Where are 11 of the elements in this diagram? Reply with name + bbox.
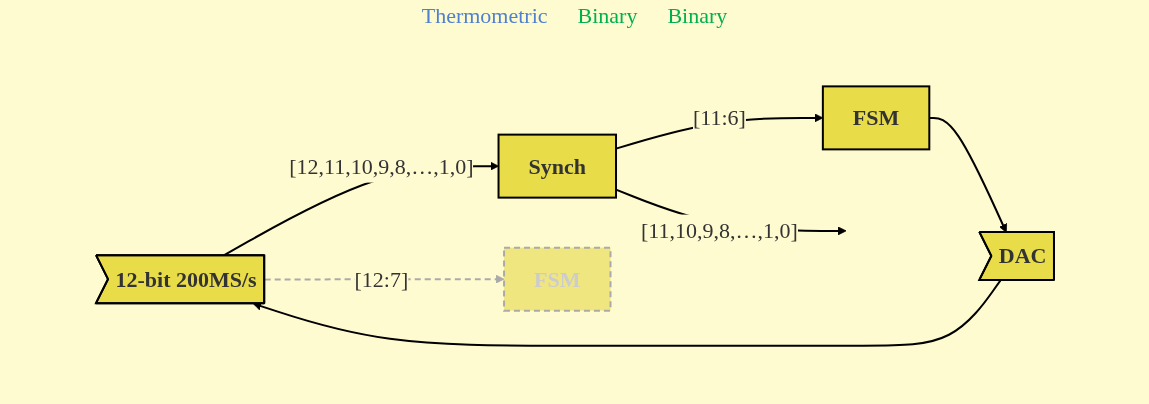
bit-group-label: Thermometric [421, 3, 548, 29]
node-box: Synch [497, 133, 617, 199]
node-box: FSM [502, 246, 611, 312]
node-box: FSM [821, 85, 930, 151]
edge-label: [11,10,9,8,…,1,0] [640, 218, 798, 244]
edge-label: [12,11,10,9,8,…,1,0] [288, 153, 474, 179]
edge-label: [11:6] [692, 105, 746, 131]
bit-group-label: Binary [577, 3, 638, 29]
edge-label: [12:7] [353, 266, 408, 292]
bit-group-label: Binary [667, 3, 728, 29]
arrow [252, 279, 1001, 347]
